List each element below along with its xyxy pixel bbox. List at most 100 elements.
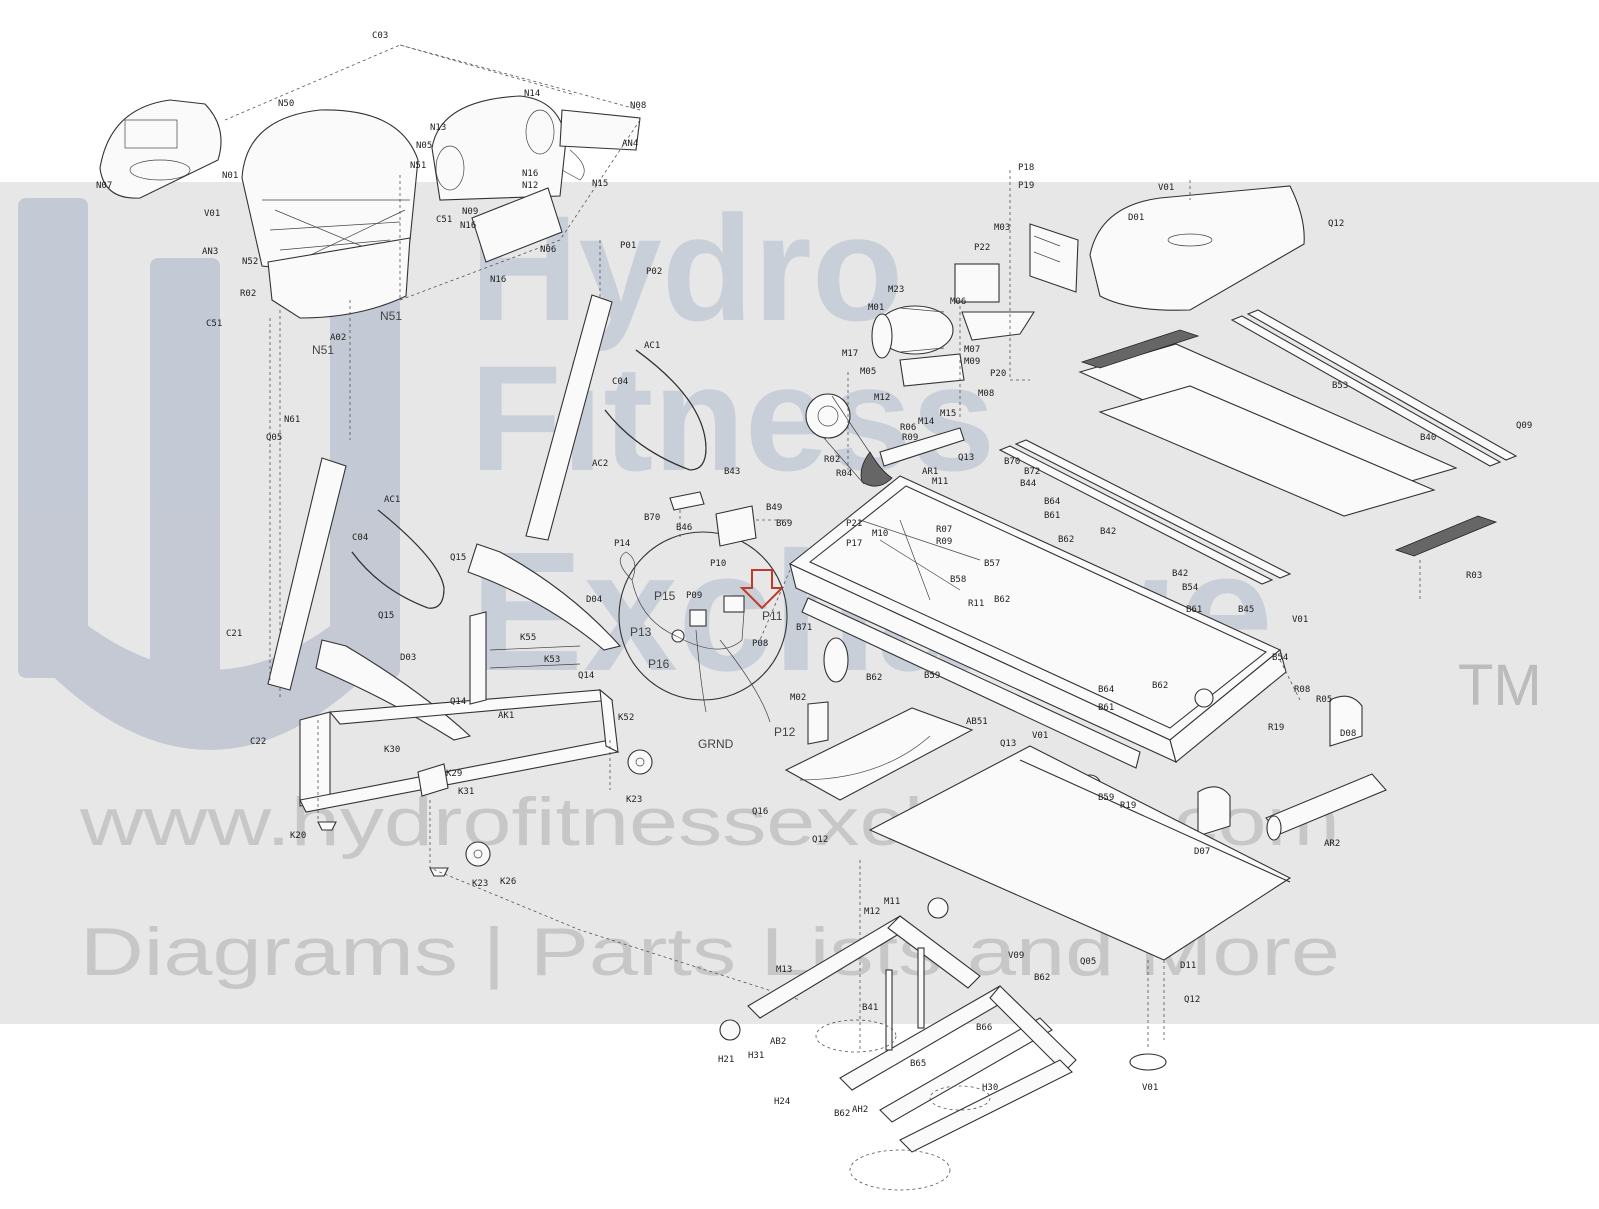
- part-label-q09: Q09: [1516, 421, 1532, 431]
- part-label-m05: M05: [860, 367, 876, 377]
- part-label-b42b: B42: [1172, 569, 1188, 579]
- part-label-n01: N01: [222, 171, 238, 181]
- part-label-r07: R07: [936, 525, 952, 535]
- part-label-n09: N09: [462, 207, 478, 217]
- part-label-m10: M10: [872, 529, 888, 539]
- part-label-b64a: B64: [1044, 497, 1060, 507]
- part-label-m15: M15: [940, 409, 956, 419]
- part-label-r05: R05: [1316, 695, 1332, 705]
- part-label-b71: B71: [796, 623, 812, 633]
- part-label-q12c: Q12: [1184, 995, 1200, 1005]
- part-label-r11: R11: [968, 599, 984, 609]
- part-label-b58: B58: [950, 575, 966, 585]
- part-label-v01d: V01: [1032, 731, 1048, 741]
- part-label-q13a: Q13: [958, 453, 974, 463]
- part-label-k52: K52: [618, 713, 634, 723]
- part-label-b70a: B70: [644, 513, 660, 523]
- part-label-k23b: K23: [472, 879, 488, 889]
- part-label-n51a: N51: [410, 161, 426, 171]
- deck-assembly: [998, 180, 1518, 841]
- part-label-b62e: B62: [1034, 973, 1050, 983]
- part-label-b59b: B59: [1098, 793, 1114, 803]
- part-label-b41: B41: [862, 1003, 878, 1013]
- part-label-n61: N61: [284, 415, 300, 425]
- part-label-ah2: AH2: [852, 1105, 868, 1115]
- part-label-p01: P01: [620, 241, 636, 251]
- part-label-n15: N15: [592, 179, 608, 189]
- part-label-r09a: R09: [902, 433, 918, 443]
- part-label-r19b: R19: [1120, 801, 1136, 811]
- part-label-r06: R06: [900, 423, 916, 433]
- part-label-d08: D08: [1340, 729, 1356, 739]
- part-label-b64b: B64: [1098, 685, 1114, 695]
- part-label-n52: N52: [242, 257, 258, 267]
- part-label-c51b: C51: [206, 319, 222, 329]
- motor-assembly: [805, 170, 1079, 487]
- part-label-n51c: N51: [312, 343, 334, 357]
- part-label-a02: A02: [330, 333, 346, 343]
- part-label-grnd: GRND: [698, 737, 734, 751]
- part-label-d01: D01: [1128, 213, 1144, 223]
- part-label-b40: B40: [1420, 433, 1436, 443]
- part-label-ab2: AB2: [770, 1037, 786, 1047]
- part-label-p09: P09: [686, 591, 702, 601]
- part-label-n50: N50: [278, 99, 294, 109]
- part-label-b70b: B70: [1004, 457, 1020, 467]
- part-label-ar2: AR2: [1324, 839, 1340, 849]
- part-label-q05a: Q05: [266, 433, 282, 443]
- part-label-q15b: Q15: [378, 611, 394, 621]
- part-label-n08: N08: [630, 101, 646, 111]
- part-label-c21: C21: [226, 629, 242, 639]
- part-label-b62c: B62: [866, 673, 882, 683]
- part-label-b45: B45: [1238, 605, 1254, 615]
- control-board-part: [471, 187, 563, 263]
- part-label-ac1b: AC1: [384, 495, 400, 505]
- part-label-b62f: B62: [834, 1109, 850, 1119]
- part-label-m01: M01: [868, 303, 884, 313]
- part-label-h24: H24: [774, 1097, 790, 1107]
- part-label-n06: N06: [540, 245, 556, 255]
- part-label-b59a: B59: [924, 671, 940, 681]
- part-label-p11: P11: [762, 609, 783, 623]
- highlight-arrow: [739, 569, 785, 610]
- part-label-b42a: B42: [1100, 527, 1116, 537]
- part-label-k30: K30: [384, 745, 400, 755]
- part-label-q14b: Q14: [450, 697, 466, 707]
- part-label-m02: M02: [790, 693, 806, 703]
- watermark-logo: [18, 198, 400, 750]
- part-label-p14: P14: [614, 539, 630, 549]
- part-label-q13b: Q13: [1000, 739, 1016, 749]
- part-label-n51b: N51: [380, 309, 402, 323]
- overlay-panel-part: [99, 99, 222, 199]
- part-label-m09: M09: [964, 357, 980, 367]
- part-label-r02b: R02: [824, 455, 840, 465]
- part-label-ac1a: AC1: [644, 341, 660, 351]
- part-label-v01b: V01: [1292, 615, 1308, 625]
- part-label-p18: P18: [1018, 163, 1034, 173]
- part-label-v01c: V01: [1158, 183, 1174, 193]
- part-label-p17: P17: [846, 539, 862, 549]
- part-label-m13: M13: [776, 965, 792, 975]
- part-label-r03: R03: [1466, 571, 1482, 581]
- part-label-b61b: B61: [1186, 605, 1202, 615]
- part-label-m12b: M12: [864, 907, 880, 917]
- part-label-k53: K53: [544, 655, 560, 665]
- part-label-c03: C03: [372, 31, 388, 41]
- wiring-detail: [618, 531, 788, 723]
- part-label-d11: D11: [1180, 961, 1196, 971]
- part-label-c22: C22: [250, 737, 266, 747]
- part-label-b62a: B62: [994, 595, 1010, 605]
- part-label-m17: M17: [842, 349, 858, 359]
- part-label-p10: P10: [710, 559, 726, 569]
- base-frame: [299, 611, 801, 1001]
- part-label-ak1: AK1: [498, 711, 514, 721]
- part-label-b62d: B62: [1152, 681, 1168, 691]
- part-label-m07: M07: [964, 345, 980, 355]
- part-label-b49: B49: [766, 503, 782, 513]
- part-label-b65: B65: [910, 1059, 926, 1069]
- part-label-b43: B43: [724, 467, 740, 477]
- part-label-p12: P12: [774, 725, 796, 739]
- part-label-m08: M08: [978, 389, 994, 399]
- console-base-part: [267, 237, 411, 319]
